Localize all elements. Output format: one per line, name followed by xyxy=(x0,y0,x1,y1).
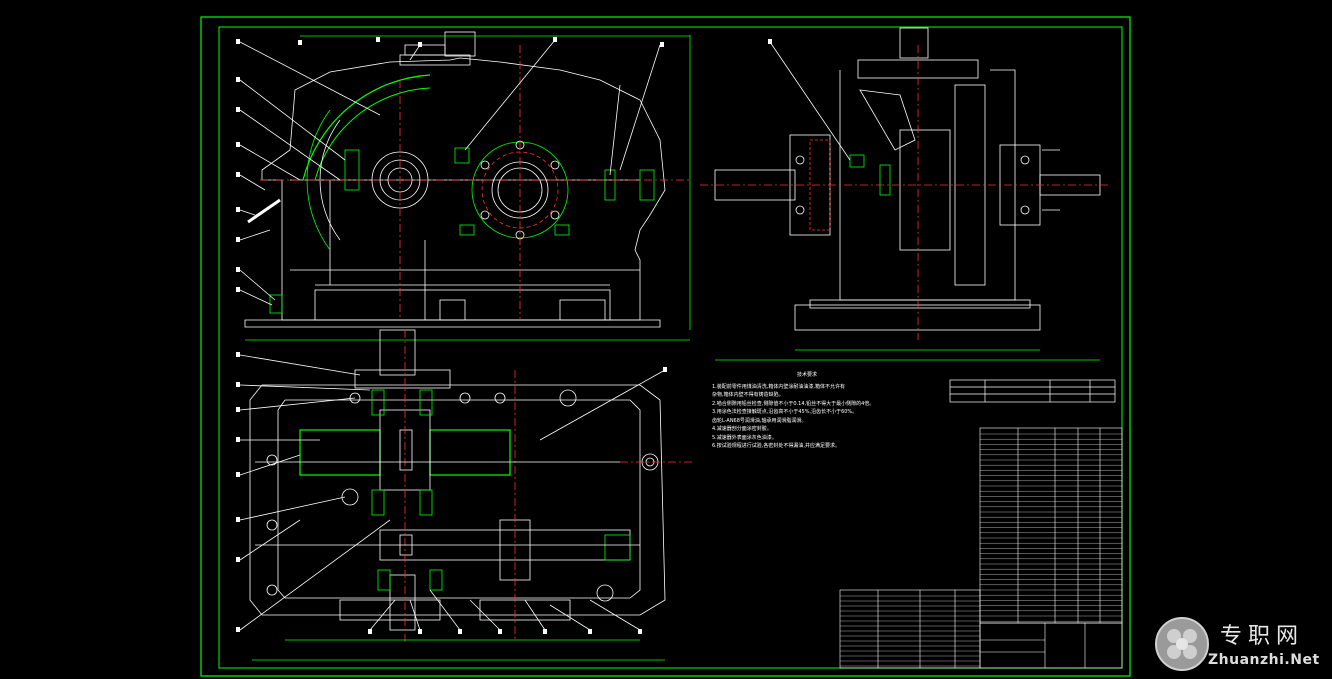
part-number-marker xyxy=(588,629,592,634)
parts-list xyxy=(839,427,1123,669)
part-number-marker xyxy=(236,107,240,112)
part-number-marker xyxy=(236,382,240,387)
notes-line-8: 6.按试验规程进行试验,各密封处不得漏油,并应满足要求。 xyxy=(712,443,840,449)
watermark-english-text: Zhuanzhi.Net xyxy=(1208,652,1320,668)
part-number-marker xyxy=(663,367,667,372)
part-number-marker xyxy=(768,39,772,44)
part-number-marker xyxy=(498,629,502,634)
technical-table xyxy=(949,379,1116,403)
side-view xyxy=(700,27,1110,361)
part-number-marker xyxy=(236,472,240,477)
notes-line-3: 2.啮合侧隙用铅丝检查,侧隙值不小于0.14,铅丝不得大于最小侧隙的4倍。 xyxy=(712,400,875,407)
part-number-marker xyxy=(236,437,240,442)
part-number-marker xyxy=(418,629,422,634)
notes-line-1: 1.装配前零件用煤油清洗,箱体内壁涂耐油油漆,箱体不允许有 xyxy=(712,383,845,390)
part-number-marker xyxy=(236,172,240,177)
part-number-marker xyxy=(660,42,664,47)
front-view xyxy=(239,31,691,341)
part-number-marker xyxy=(236,352,240,357)
notes-line-4: 3.用涂色法检查接触斑点,沿齿高不小于45%,沿齿长不小于60%。 xyxy=(712,409,858,415)
watermark: 专职网 Zhuanzhi.Net xyxy=(1150,612,1332,676)
parts-list-rows xyxy=(840,433,1122,667)
part-number-marker xyxy=(236,407,240,412)
part-number-marker xyxy=(376,37,380,42)
part-number-marker xyxy=(368,629,372,634)
watermark-logo-icon xyxy=(1155,617,1209,671)
part-number-marker xyxy=(638,629,642,634)
notes-line-6: 4.减速器剖分面涂密封胶。 xyxy=(712,426,772,432)
notes-line-7: 5.减速器外表面涂灰色油漆。 xyxy=(712,434,777,441)
part-number-marker xyxy=(236,77,240,82)
part-number-marker xyxy=(543,629,547,634)
notes-line-5: 齿轮L-AN68号润滑油,轴承用润滑脂润滑。 xyxy=(712,417,807,424)
part-number-marker xyxy=(236,207,240,212)
outer-frame xyxy=(200,16,1131,677)
notes-title: 技术要求 xyxy=(796,372,817,378)
part-number-marker xyxy=(458,629,462,634)
part-number-marker xyxy=(236,517,240,522)
plan-view xyxy=(239,329,695,661)
technical-requirements: 技术要求 1.装配前零件用煤油清洗,箱体内壁涂耐油油漆,箱体不允许有 杂物,箱体… xyxy=(712,371,942,451)
part-number-marker xyxy=(236,39,240,44)
part-number-markers xyxy=(236,37,772,634)
part-number-marker xyxy=(236,627,240,632)
watermark-chinese-text: 专职网 xyxy=(1220,624,1305,649)
part-number-marker xyxy=(236,142,240,147)
part-number-marker xyxy=(236,237,240,242)
part-number-marker xyxy=(553,37,557,42)
part-number-marker xyxy=(236,267,240,272)
part-number-marker xyxy=(298,40,302,45)
inner-frame xyxy=(218,26,1123,669)
part-number-marker xyxy=(236,287,240,292)
notes-line-2: 杂物,箱体内壁不得有铸造缺陷。 xyxy=(712,392,784,398)
part-number-marker xyxy=(236,557,240,562)
part-number-marker xyxy=(418,42,422,47)
